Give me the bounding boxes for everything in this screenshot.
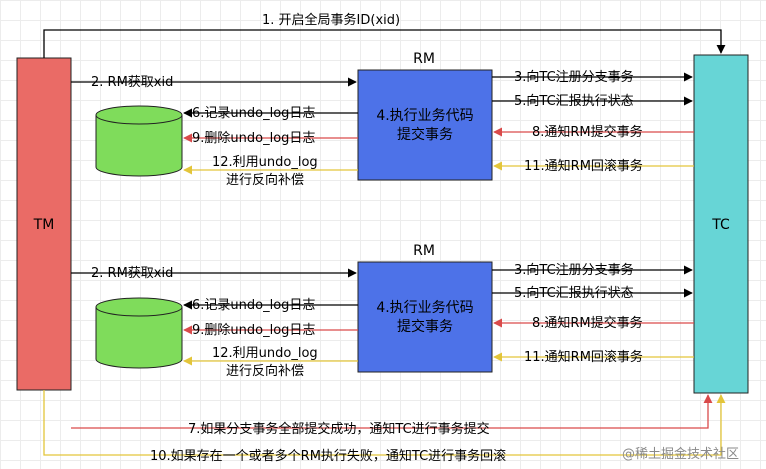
rm-body-bottom-line2: 提交事务 — [397, 318, 453, 335]
edge-report-status-top-label: 5.向TC汇报执行状态 — [514, 93, 634, 109]
tm-label: TM — [33, 217, 55, 233]
database-icon-bottom — [95, 297, 183, 369]
edge-any-fail-label: 10.如果存在一个或者多个RM执行失败，通知TC进行事务回滚 — [150, 448, 506, 464]
edge-register-branch-bottom-label: 3.向TC注册分支事务 — [514, 262, 634, 278]
edge-record-undo-top-label: 6.记录undo_log日志 — [192, 106, 315, 121]
rm-body-top-line2: 提交事务 — [397, 126, 453, 143]
tm-node — [16, 57, 72, 391]
edge-notify-rollback-top-label: 11.通知RM回滚事务 — [524, 158, 643, 174]
edge-notify-commit-bottom-label: 8.通知RM提交事务 — [532, 315, 643, 331]
edge-report-status-bottom-label: 5.向TC汇报执行状态 — [514, 285, 634, 301]
edge-delete-undo-bottom-label: 9.删除undo_log日志 — [192, 323, 315, 338]
edge-global-xid-label: 1. 开启全局事务ID(xid) — [262, 12, 400, 28]
edge-all-commit-label: 7.如果分支事务全部提交成功，通知TC进行事务提交 — [188, 421, 490, 437]
rm-body-bottom-line1: 4.执行业务代码 — [376, 300, 473, 316]
rm-title-bottom: RM — [413, 243, 435, 259]
tc-label: TC — [711, 217, 730, 233]
edge-get-xid-bottom-label: 2. RM获取xid — [91, 266, 173, 281]
rm-title-top: RM — [413, 51, 435, 67]
edge-use-undo-bottom-label2: 进行反向补偿 — [226, 363, 304, 379]
rm-node-top — [357, 69, 493, 181]
edge-any-fail — [43, 390, 726, 456]
tc-node — [693, 54, 749, 394]
edge-delete-undo-top-label: 9.删除undo_log日志 — [192, 131, 315, 146]
edge-all-commit — [71, 394, 713, 429]
edge-global-xid — [43, 29, 726, 58]
edge-use-undo-top-label1: 12.利用undo_log — [212, 155, 318, 170]
edge-get-xid-top-label: 2. RM获取xid — [91, 75, 173, 90]
edge-register-branch-top-label: 3.向TC注册分支事务 — [514, 69, 634, 85]
edge-use-undo-bottom-label1: 12.利用undo_log — [212, 346, 318, 361]
edge-notify-rollback-bottom-label: 11.通知RM回滚事务 — [524, 349, 643, 365]
edge-use-undo-top-label2: 进行反向补偿 — [226, 172, 304, 188]
rm-body-top-line1: 4.执行业务代码 — [376, 108, 473, 124]
watermark: @稀土掘金技术社区 — [622, 446, 739, 462]
edge-notify-commit-top-label: 8.通知RM提交事务 — [532, 124, 643, 140]
rm-node-bottom — [357, 261, 493, 373]
edge-record-undo-bottom-label: 6.记录undo_log日志 — [192, 298, 315, 313]
database-icon-top — [95, 105, 183, 177]
